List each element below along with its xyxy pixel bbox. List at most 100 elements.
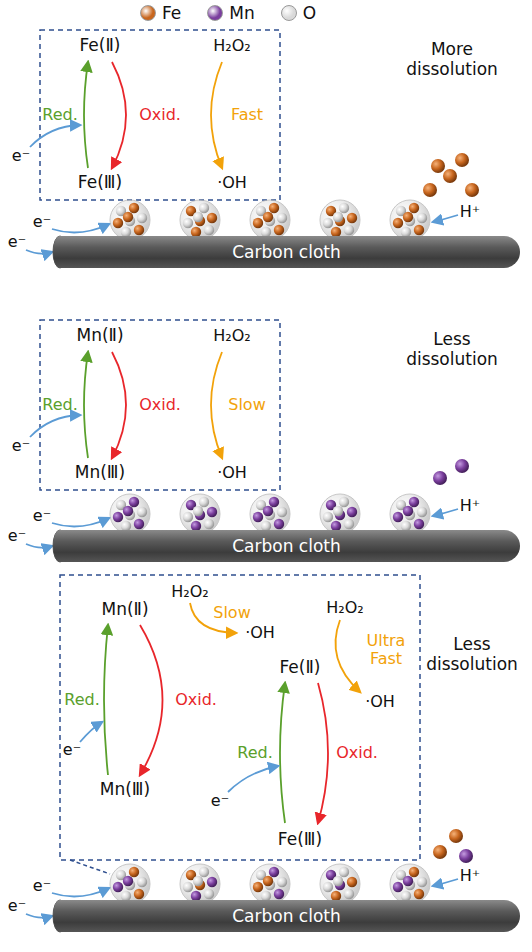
reaction-arrow: [26, 544, 52, 548]
diagram-label: e⁻: [8, 527, 26, 545]
diagram-label: Fe(Ⅲ): [278, 830, 322, 850]
legend-item: Mn: [207, 3, 254, 23]
reaction-arrow: [211, 352, 222, 458]
dissolved-ion: [459, 849, 473, 863]
oxide-particle: [250, 864, 290, 904]
diagram-label: Mn(Ⅱ): [101, 600, 148, 620]
dissolved-ion: [443, 169, 457, 183]
diagram-label: ·OH: [365, 693, 395, 711]
diagram-label: ·OH: [245, 624, 275, 642]
diagram-label: H⁺: [460, 497, 480, 515]
diagram-label: H₂O₂: [171, 583, 208, 601]
diagram-label: Fast: [231, 106, 263, 124]
diagram-label: e⁻: [63, 741, 81, 759]
dissolved-ion: [449, 829, 463, 843]
node-label: Carbon cloth: [232, 536, 341, 556]
oxide-particle: [390, 200, 430, 240]
oxide-particle: [390, 494, 430, 534]
legend-swatch: [140, 5, 156, 21]
oxide-particle: [180, 200, 220, 240]
reaction-arrow: [112, 62, 126, 168]
oxide-particle: [250, 200, 290, 240]
reaction-arrow: [80, 722, 102, 742]
diagram-label: Fe(Ⅱ): [280, 658, 321, 678]
diagram-label: H₂O₂: [213, 327, 250, 345]
reaction-arrow: [318, 683, 328, 823]
reaction-arrow: [280, 683, 285, 823]
legend-swatch: [281, 5, 297, 21]
dissolved-ion: [455, 153, 469, 167]
legend-item: O: [281, 3, 316, 23]
diagram-label: Slow: [213, 604, 250, 622]
oxide-particle: [390, 864, 430, 904]
dissolved-ion: [455, 459, 469, 473]
carbon-cloth-bar: Carbon cloth: [53, 236, 520, 268]
legend-text: Fe: [162, 3, 181, 23]
dissolved-ion: [431, 159, 445, 173]
reaction-arrow: [84, 352, 88, 458]
reaction-arrow: [84, 62, 88, 168]
diagram-label: Mn(Ⅲ): [75, 463, 125, 483]
oxide-particle: [180, 864, 220, 904]
inset-leader: [70, 860, 110, 874]
oxide-particle: [320, 494, 360, 534]
reaction-arrow: [52, 518, 109, 527]
reaction-arrow: [336, 620, 361, 692]
diagram-label: ·OH: [217, 174, 247, 192]
legend-swatch: [207, 5, 223, 21]
diagram-label: H₂O₂: [213, 37, 250, 55]
diagram-label: More dissolution: [396, 40, 508, 79]
diagram-label: Fe(Ⅱ): [80, 36, 121, 56]
diagram-label: e⁻: [33, 213, 51, 231]
diagram-label: Mn(Ⅲ): [100, 780, 150, 800]
diagram-label: H⁺: [460, 203, 480, 221]
diagram-label: Less dissolution: [396, 330, 508, 369]
diagram-label: e⁻: [8, 897, 26, 915]
diagram-label: e⁻: [33, 507, 51, 525]
oxide-particle: [110, 200, 150, 240]
dashed-inset-box: [40, 30, 280, 200]
reaction-arrow: [211, 62, 222, 168]
carbon-cloth-bar: Carbon cloth: [53, 530, 520, 562]
diagram-label: Oxid.: [139, 396, 181, 414]
reaction-arrow: [228, 766, 278, 792]
node-label: Carbon cloth: [232, 906, 341, 926]
dashed-inset-box: [40, 320, 280, 490]
reaction-arrow: [433, 215, 458, 222]
reaction-arrow: [112, 352, 126, 458]
diagram-label: Red.: [42, 396, 77, 414]
diagram-label: H₂O₂: [326, 599, 363, 617]
legend-item: Fe: [140, 3, 181, 23]
legend-text: Mn: [229, 3, 254, 23]
oxide-particle: [110, 494, 150, 534]
dissolved-ion: [465, 183, 479, 197]
reaction-arrow: [140, 625, 163, 775]
reaction-arrow: [30, 125, 80, 147]
legend-text: O: [303, 3, 316, 23]
diagram-label: Ultra Fast: [361, 632, 411, 669]
diagram-label: Oxid.: [175, 691, 217, 709]
diagram-label: Oxid.: [336, 744, 378, 762]
oxide-particle: [110, 864, 150, 904]
diagram-label: Fe(Ⅲ): [78, 173, 122, 193]
oxide-particle: [320, 200, 360, 240]
diagram-label: Red.: [237, 744, 272, 762]
diagram-label: H⁺: [460, 867, 480, 885]
diagram-label: Slow: [228, 396, 265, 414]
diagram-label: e⁻: [8, 233, 26, 251]
diagram-label: ·OH: [217, 464, 247, 482]
oxide-particle: [250, 494, 290, 534]
diagram-label: e⁻: [211, 792, 229, 810]
reaction-arrow: [26, 914, 52, 918]
oxide-particle: [180, 494, 220, 534]
dashed-inset-box: [60, 575, 420, 860]
dissolved-ion: [433, 471, 447, 485]
diagram-label: Less dissolution: [422, 635, 522, 674]
diagram-label: Oxid.: [139, 106, 181, 124]
node-label: Carbon cloth: [232, 242, 341, 262]
diagram-label: Mn(Ⅱ): [76, 326, 123, 346]
diagram-label: e⁻: [12, 437, 30, 455]
legend: Fe Mn O: [140, 3, 316, 23]
reaction-arrow: [52, 888, 109, 897]
reaction-arrow: [30, 415, 80, 437]
